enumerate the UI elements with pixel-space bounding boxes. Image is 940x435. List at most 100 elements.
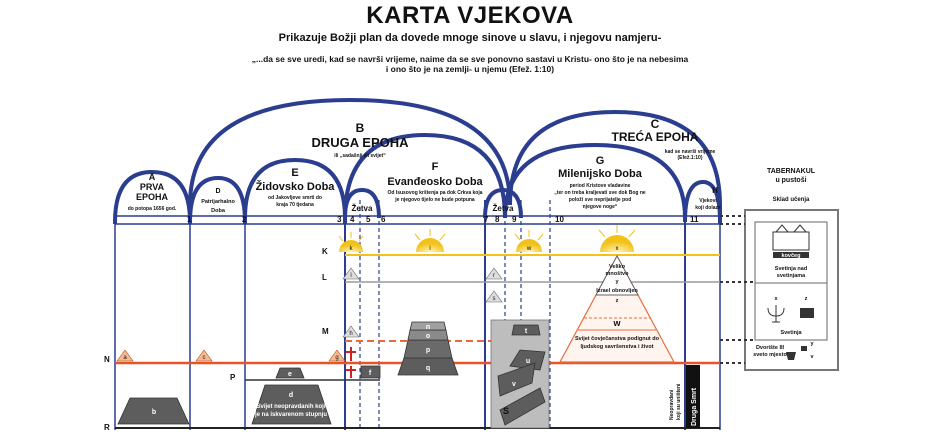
arch-epoch-c (508, 109, 722, 224)
plane-letters: K L M N P R (104, 247, 329, 432)
epoch-a-letter: A (149, 172, 156, 182)
w-text-2: ljudskog savršenstva i život (580, 344, 653, 350)
age-f-letter: F (432, 161, 439, 173)
veliko-label-1: Veliko (609, 264, 626, 270)
age-g-note-3: položi sve neprijatelje pod (569, 197, 632, 203)
ark-label: kovčeg (782, 253, 801, 259)
neopravdani-label-1: Neopravdani (669, 389, 675, 420)
age-g-letter: G (596, 155, 605, 167)
svg-text:k: k (350, 246, 354, 252)
table-icon (800, 308, 814, 318)
mark-u: u (526, 358, 530, 365)
division-5: 5 (366, 215, 371, 224)
mark-b: b (152, 409, 156, 416)
pyramid-l: l (342, 267, 360, 280)
block-t (511, 324, 541, 336)
arch-age-h (683, 179, 722, 223)
age-frame (114, 200, 721, 430)
block-v (497, 362, 536, 397)
svg-text:s: s (493, 296, 496, 302)
pyramid-a: a (116, 349, 134, 362)
plane-r-letter: R (104, 423, 110, 432)
division-11: 11 (690, 215, 699, 224)
svg-text:r: r (493, 273, 495, 279)
plane-n-letter: N (104, 355, 110, 364)
epoch-c-note-2: (Efež.1:10) (677, 155, 702, 161)
age-e-name: Židovsko Doba (256, 180, 336, 193)
zetva-2-label: Žetva (493, 204, 514, 213)
plane-p-letter: P (230, 373, 236, 382)
mark-e: e (288, 371, 292, 378)
svg-text:a: a (123, 355, 127, 361)
block-letters: b d e f q p o n t u v S (152, 324, 530, 416)
arch-age-g (503, 142, 687, 219)
division-2: 2 (242, 215, 247, 224)
age-d-name-2: Doba (211, 208, 226, 214)
tab-mark-z: z (805, 296, 808, 302)
d-text-1: Svijet neopravdanih koji (256, 404, 325, 410)
age-f-note-2: je njegovo tijelo ne bude potpuna (394, 197, 475, 203)
epoch-b-note: ili „sadašnji zli svijet“ (334, 153, 386, 159)
small-pyramids: a c g h l r s (116, 267, 503, 362)
neopravdani-label-2: koji su uništeni (676, 383, 682, 420)
pyramid-s: s (485, 290, 503, 303)
plane-l-letter: L (322, 273, 327, 282)
division-10: 10 (555, 215, 564, 224)
age-f-note-1: Od Isusovog krštenja pa dok Crkva koja (387, 190, 482, 196)
division-9: 9 (512, 215, 517, 224)
epoch-b-name: DRUGA EPOHA (311, 135, 409, 150)
tab-mark-y: y (810, 341, 814, 347)
age-g-note-2: „ter on treba kraljevati sve dok Bog ne (554, 190, 646, 196)
svg-text:h: h (349, 331, 352, 337)
age-g-note-4: njegove noge“ (583, 204, 618, 210)
mark-S: S (503, 406, 509, 416)
division-8: 8 (495, 215, 500, 224)
arch-age-d (188, 175, 247, 223)
arch-epoch-b (188, 97, 512, 224)
block-d (251, 384, 332, 425)
age-e-letter: E (291, 167, 298, 179)
izrael-label: Izrael obnovljen (596, 288, 638, 294)
lampstand-icon (767, 305, 785, 323)
chart-subtitle: Prikazuje Božji plan da dovede mnoge sin… (278, 32, 662, 44)
zetva-1-label: Žetva (352, 204, 373, 213)
holy-label: Svetinja (780, 330, 802, 336)
block-s-stone (499, 387, 546, 426)
chart-title: KARTA VJEKOVA (366, 2, 574, 29)
pyramid-h: h (342, 325, 360, 338)
pyramid-c: c (195, 349, 213, 362)
altar-icon (786, 352, 796, 360)
division-7: 7 (484, 215, 489, 224)
millennial-pyramid: Veliko mnoštvo y Izrael obnovljen z w Sv… (558, 254, 676, 363)
second-death-label: Druga Smrt (691, 387, 698, 426)
mark-w: w (612, 318, 621, 328)
epoch-c-name: TREĆA EPOHA (612, 129, 699, 144)
epoch-a-name-2: EPOHA (136, 192, 169, 202)
age-labels: D Patrijarhalno Doba E Židovsko Doba od … (201, 155, 721, 214)
mark-v: v (512, 381, 516, 388)
tabernacle-title-1: TABERNAKUL (767, 168, 816, 175)
sun-i: i (414, 229, 446, 252)
age-f-name: Evanđeosko Doba (387, 176, 483, 188)
block-n (409, 321, 447, 331)
holy-of-holies-2: svetinjama (777, 273, 806, 279)
epoch-c-note-1: kad se navrši vrijeme (665, 149, 716, 155)
age-e-note-2: kraja 70 tjedana (276, 202, 314, 208)
block-b (117, 397, 190, 425)
epoch-arches (113, 97, 722, 224)
tab-mark-x: x (774, 296, 778, 302)
tabernacle-panel: TABERNAKUL u pustoši Sklad učenja kovčeg… (744, 168, 839, 371)
mark-t: t (525, 328, 528, 335)
arch-zetva-1 (343, 187, 381, 219)
scripture-quote-line2: i ono što je na zemlji- u njemu (Efež. 1… (385, 64, 555, 74)
svg-text:l: l (350, 273, 351, 279)
svg-text:c: c (203, 355, 206, 361)
age-h-letter: H (712, 186, 718, 195)
cross-icon-lower (346, 366, 356, 378)
block-d-text: Svijet neopravdanih koji je na iskvareno… (254, 404, 327, 418)
division-numbers: 1 2 3 4 5 6 7 8 9 10 11 (187, 215, 699, 224)
age-g-note-1: period Kristove vladavine (570, 183, 631, 189)
epoch-a-name-1: PRVA (140, 182, 165, 192)
pyramid-r: r (485, 267, 503, 280)
